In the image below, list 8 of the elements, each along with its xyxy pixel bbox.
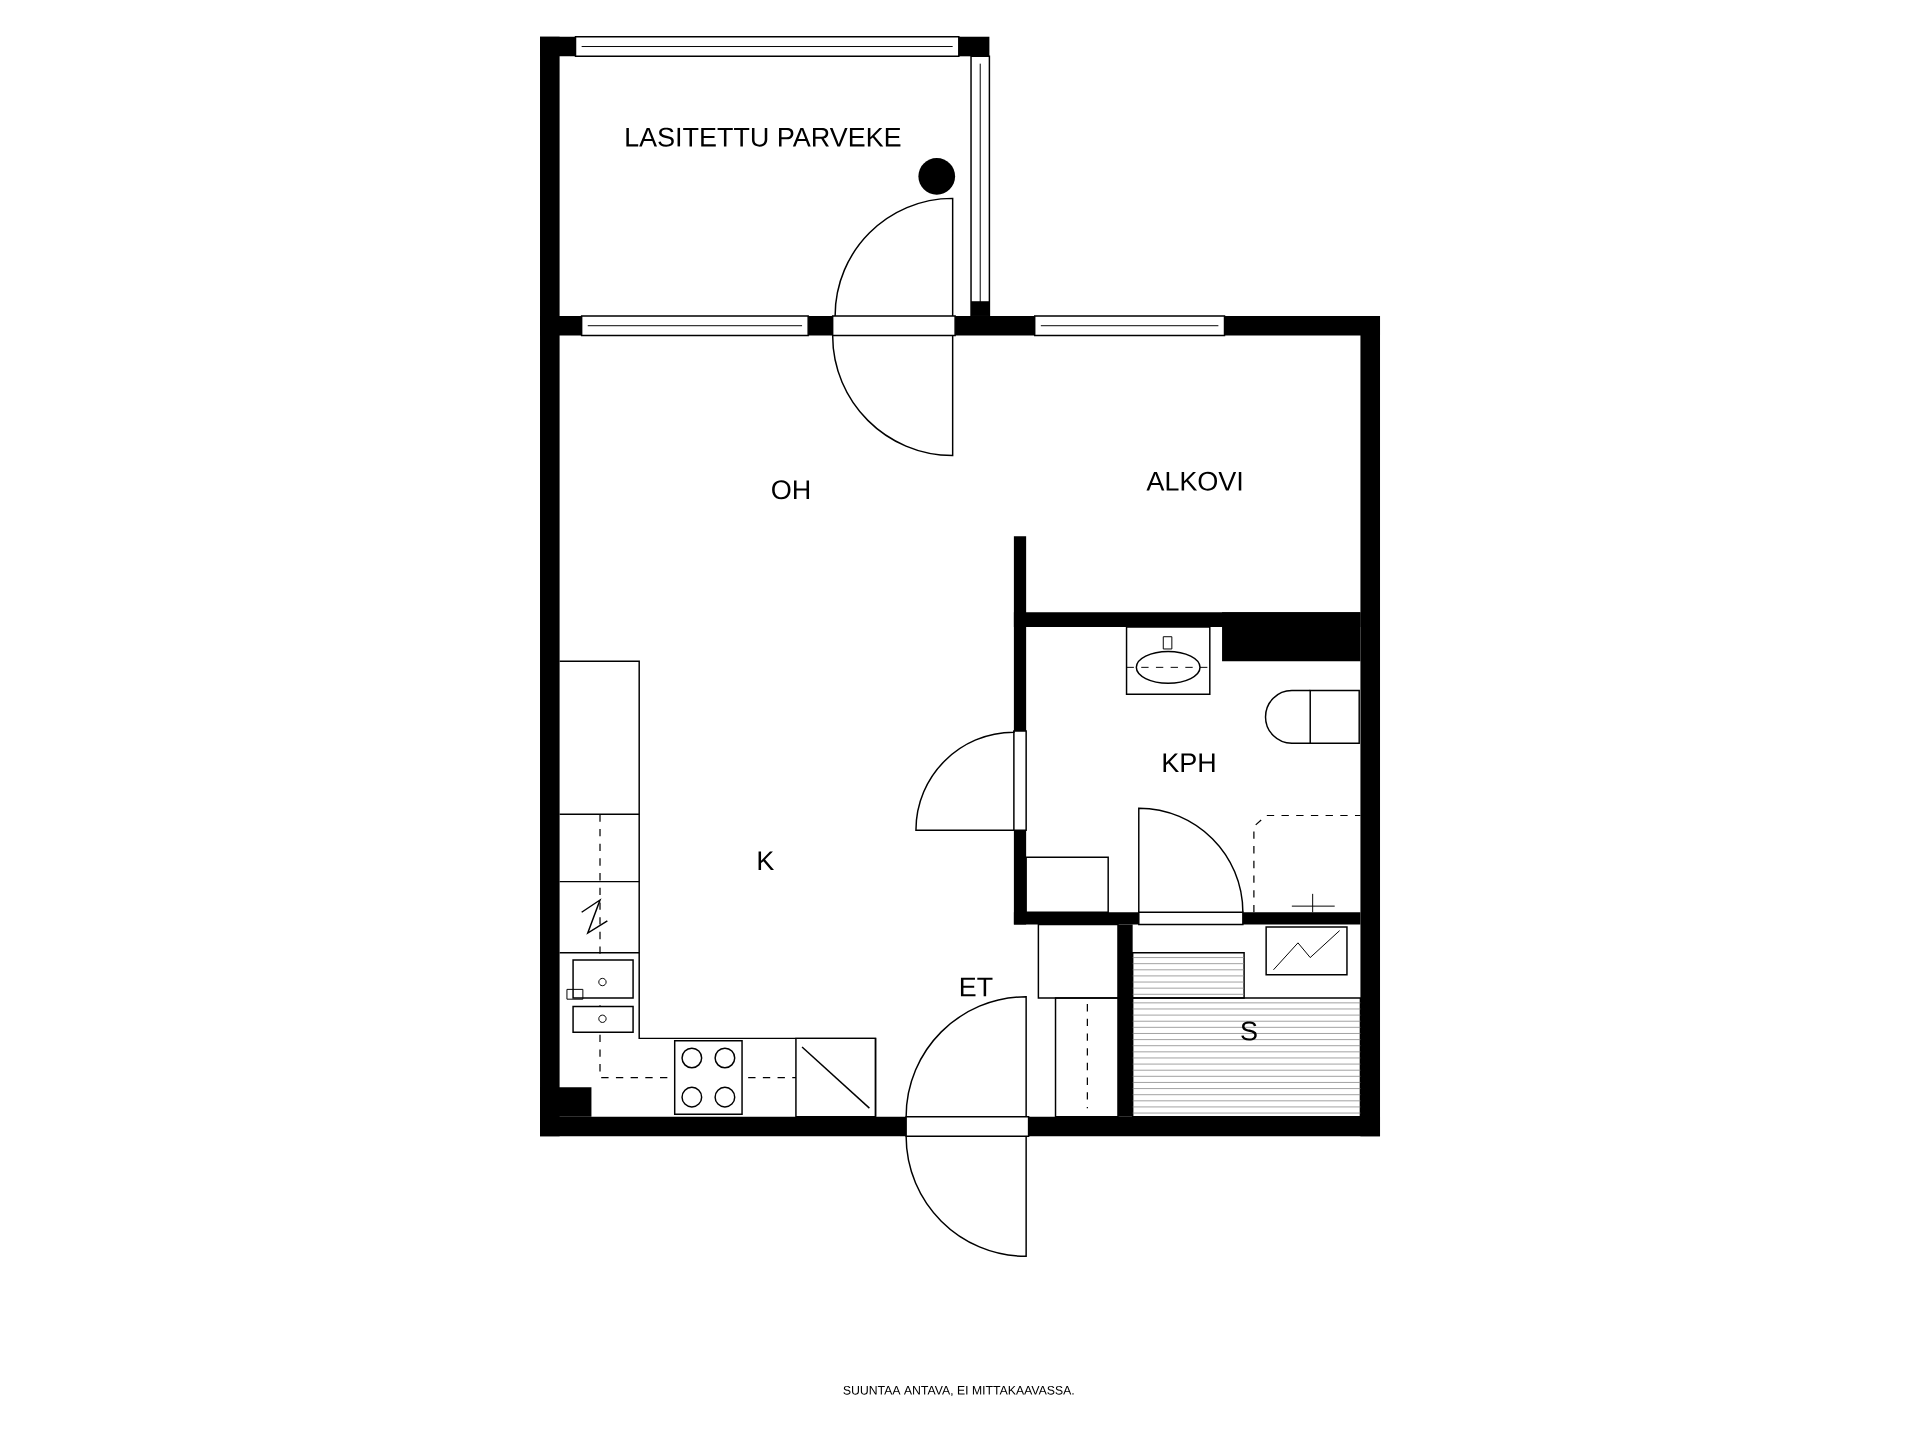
room-label: ALKOVI bbox=[1146, 471, 1242, 491]
room-label: S bbox=[1241, 1021, 1257, 1041]
note: SUUNTAA ANTAVA, EI MITTAKAAVASSA. bbox=[843, 1385, 1074, 1397]
room-label: KPH bbox=[1163, 753, 1215, 773]
room-label: OH bbox=[772, 480, 810, 500]
room-label: LASITETTU PARVEKE bbox=[626, 127, 901, 147]
room-label: ET bbox=[960, 977, 993, 997]
room-label: K bbox=[758, 851, 774, 871]
